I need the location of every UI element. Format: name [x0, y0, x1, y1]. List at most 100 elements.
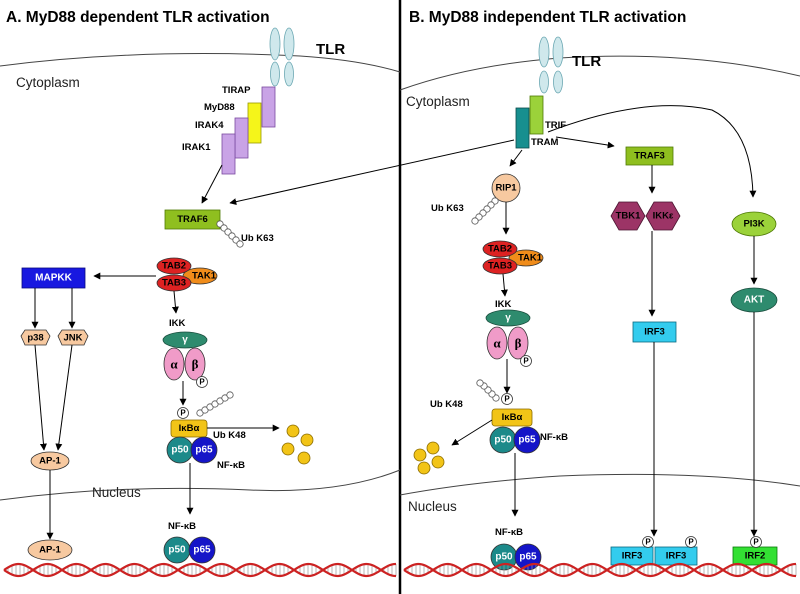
tak1-label-right: TAK1 — [518, 253, 543, 264]
dna-helix-left — [3, 562, 397, 578]
ubiquitin-chain-k63-right — [471, 197, 499, 225]
irak4-box — [234, 117, 249, 159]
arrow-tram-rip1 — [509, 149, 523, 167]
p50-label-right: p50 — [494, 435, 512, 446]
arrow-tram-traf6 — [229, 139, 515, 206]
ub-k48-label-right: Ub K48 — [430, 399, 463, 410]
tlr-label-left: TLR — [316, 41, 345, 58]
panel-b-title: B. MyD88 independent TLR activation — [409, 9, 686, 26]
arrow-degradation-right — [451, 419, 493, 446]
ikk-alpha-label-left: α — [170, 357, 178, 372]
ubiquitin-chain-k48-right — [476, 379, 500, 402]
ubiquitin-chain-k48-left — [196, 391, 234, 417]
tab2-node-right — [482, 240, 518, 258]
traf6-label: TRAF6 — [177, 214, 208, 225]
trif-label: TRIF — [545, 120, 566, 131]
jnk-label: JNK — [63, 333, 82, 344]
p38-node — [20, 329, 51, 346]
tak1-node-right — [508, 249, 544, 267]
ikk-label-right: IKK — [495, 299, 512, 310]
p65-label-right: p65 — [518, 435, 536, 446]
tak1-label-left: TAK1 — [192, 271, 217, 282]
tab2-label-right: TAB2 — [488, 244, 512, 255]
plasma-membrane-left — [0, 53, 401, 73]
ikk-beta-right — [507, 326, 529, 360]
arrow-tab-ikk-left — [171, 290, 179, 314]
irak1-label: IRAK1 — [182, 142, 211, 153]
ikk-label-left: IKK — [169, 318, 186, 329]
ikk-gamma-label-left: γ — [182, 335, 188, 346]
tab3-label-right: TAB3 — [488, 261, 512, 272]
nfkb-label-left-cytoplasm: NF-κB — [217, 460, 245, 471]
phospho-ikk-left — [196, 376, 208, 388]
ikk-beta-left — [184, 347, 206, 381]
trif-box — [529, 95, 544, 135]
tlr-label-right: TLR — [572, 53, 601, 70]
ikk-alpha-left — [163, 347, 185, 381]
phospho-ikk-label-right: P — [523, 357, 529, 366]
mapkk-box — [21, 267, 86, 289]
ikk-beta-label-right: β — [515, 336, 522, 351]
nfkb-label-right-cytoplasm: NF-κB — [540, 432, 568, 443]
myd88-box — [247, 102, 262, 144]
akt-label: AKT — [744, 295, 765, 306]
jnk-node — [57, 329, 89, 346]
ikk-beta-label-left: β — [192, 357, 199, 372]
nfkb-label-left-nucleus: NF-κB — [168, 521, 196, 532]
irf3-box-nucleus-1 — [610, 546, 654, 566]
phospho-ikba-label-right: P — [504, 395, 510, 404]
phospho-irf3-2 — [685, 536, 697, 548]
p50-label-right-nucleus: p50 — [495, 552, 513, 563]
tram-box — [515, 107, 530, 149]
p65-label-left-nucleus: p65 — [193, 545, 211, 556]
rip1-label: RIP1 — [495, 183, 517, 194]
arrow-p38-ap1 — [34, 344, 47, 451]
ikba-label-left: IκBα — [179, 423, 200, 434]
tram-label: TRAM — [531, 137, 559, 148]
tab3-node-right — [482, 257, 518, 275]
irf3-label-nucleus-1: IRF3 — [622, 551, 643, 562]
phospho-ikba-left — [177, 407, 189, 419]
arrow-trif-pi3k — [547, 105, 757, 198]
tirap-box — [261, 86, 276, 128]
p38-label: p38 — [27, 333, 43, 344]
traf3-box — [625, 146, 674, 166]
ikk-gamma-label-right: γ — [505, 313, 511, 324]
plasma-membrane-right — [399, 55, 800, 91]
ap1-label-nucleus: AP-1 — [39, 545, 61, 556]
phospho-irf2 — [750, 536, 762, 548]
ap1-label-cytoplasm: AP-1 — [39, 456, 61, 467]
nucleus-label-left: Nucleus — [92, 485, 141, 500]
tab2-label-left: TAB2 — [162, 261, 186, 272]
degradation-fragments-right — [413, 441, 445, 475]
traf6-box — [164, 209, 221, 230]
arrow-tab-ikk-right — [500, 273, 508, 297]
phospho-ikba-right — [501, 393, 513, 405]
phospho-irf3-1 — [642, 536, 654, 548]
traf3-label: TRAF3 — [634, 151, 665, 162]
phospho-ikba-label-left: P — [180, 409, 186, 418]
phospho-ikk-label-left: P — [199, 378, 205, 387]
dna-helix-right — [403, 562, 797, 578]
mapkk-label: MAPKK — [35, 273, 72, 284]
phospho-irf2-label: P — [753, 538, 759, 547]
irak4-label: IRAK4 — [195, 120, 224, 131]
tab3-label-left: TAB3 — [162, 278, 186, 289]
cytoplasm-label-right: Cytoplasm — [406, 94, 470, 109]
tbk1-node — [610, 201, 646, 231]
ikba-box-right — [491, 408, 533, 427]
panel-a-title: A. MyD88 dependent TLR activation — [6, 9, 270, 26]
nucleus-label-right: Nucleus — [408, 499, 457, 514]
p65-node-left-nucleus — [188, 536, 216, 564]
phospho-ikk-right — [520, 355, 532, 367]
ubiquitin-chain-k63-left — [216, 220, 244, 248]
ikba-label-right: IκBα — [502, 412, 523, 423]
ub-k48-label-left: Ub K48 — [213, 430, 246, 441]
p65-label-left: p65 — [195, 445, 213, 456]
ikke-node — [645, 201, 681, 231]
tlr-receptor-left — [269, 27, 295, 87]
arrow-irak1-traf6 — [201, 164, 223, 204]
p65-node-left — [190, 436, 218, 464]
